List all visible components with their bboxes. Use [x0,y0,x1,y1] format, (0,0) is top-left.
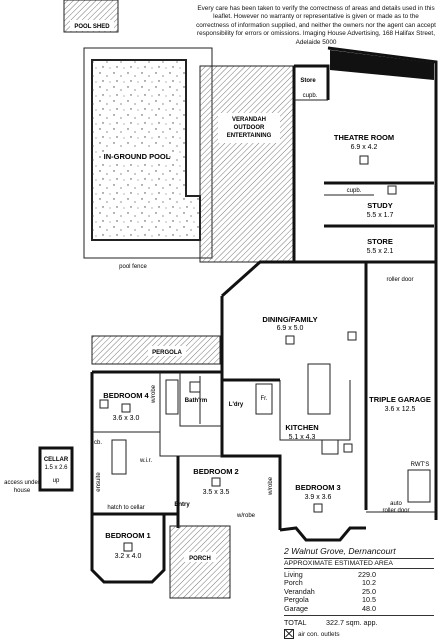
laundry-label: L'dry [229,402,244,408]
theatre-room-dim: 6.9 x 4.2 [351,144,378,151]
bathroom-label: Bath'rm [185,398,207,404]
bedroom-2-label: BEDROOM 2 [193,467,238,476]
pool-shed: POOL SHED [63,0,119,33]
pergola: PERGOLA [91,335,221,365]
legend-label: air con. outlets [298,630,340,638]
cellar-label: CELLAR [44,457,69,463]
bedroom-3-dim: 3.9 x 3.6 [305,494,332,501]
verandah-label-3: ENTERTAINING [227,133,272,139]
triple-garage-dim: 3.6 x 12.5 [385,406,416,413]
upper-wing: Store cupb. THEATRE ROOM 6.9 x 4.2 cupb.… [292,46,438,283]
auto-roller-label-2: roller door [382,508,409,514]
cupb-study-label: cupb. [347,188,362,194]
area-label: Living [284,570,303,579]
bedroom-1-label: BEDROOM 1 [105,531,150,540]
verandah: VERANDAH OUTDOOR ENTERTAINING [199,65,295,263]
wrobe-b2-label: w/robe [236,513,256,519]
kitchen-label: KITCHEN [285,423,318,432]
disclaimer-text: Every care has been taken to verify the … [196,5,436,46]
cellar-up-label: up [53,478,60,484]
access-under-label-2: house [14,488,31,494]
area-label: Garage [284,603,308,613]
bedroom-4-label: BEDROOM 4 [103,391,149,400]
area-row: Living 229.0 [284,570,376,579]
air-con-icon [284,629,294,640]
area-row: Garage 48.0 [284,603,376,613]
dining-family-dim: 6.9 x 5.0 [277,325,304,332]
verandah-label-2: OUTDOOR [234,125,265,131]
bedroom-2-dim: 3.5 x 3.5 [203,489,230,496]
bedroom-4-dim: 3.6 x 3.0 [113,415,140,422]
dining-family-label: DINING/FAMILY [262,315,317,324]
area-row: Pergola 10.5 [284,595,376,605]
area-label: Verandah [284,586,315,596]
fridge-label: Fr. [261,396,268,402]
study-label: STUDY [367,201,392,210]
area-label: Pergola [284,595,309,605]
area-heading: APPROXIMATE ESTIMATED AREA [284,558,434,569]
area-value: 10.5 [362,595,376,605]
area-info-panel: 2 Walnut Grove, Dernancourt APPROXIMATE … [284,546,434,640]
porch-label: PORCH [189,556,211,562]
hatch-label: hatch to cellar [107,505,144,511]
entry-label: Entry [174,502,190,508]
store-top-label: Store [300,78,316,84]
area-row: Verandah 25.0 [284,586,376,596]
area-value: 25.0 [362,586,376,596]
auto-roller-label-1: auto [390,501,402,507]
area-value: 229.0 [358,570,376,579]
pergola-label: PERGOLA [152,350,182,356]
bedroom-1-dim: 3.2 x 4.0 [115,553,142,560]
roller-door-label: roller door [386,277,413,283]
area-value: 10.2 [362,578,376,588]
bathroom: Bath'rm [165,379,207,415]
entry: Entry [174,502,190,508]
theatre-room-label: THEATRE ROOM [334,133,394,142]
access-under-label-1: access under [4,480,40,486]
cb-label: cb. [94,440,102,446]
pool-area: IN-GROUND POOL pool fence [83,47,213,270]
wrobe-b3-label: w/robe [268,476,274,496]
kitchen: KITCHEN 5.1 x 4.3 [279,363,353,455]
wir-label: w.i.r. [139,458,152,464]
area-label: Porch [284,578,303,588]
ensuite-label: ensuite [96,472,102,492]
laundry: L'dry Fr. [229,383,273,415]
triple-garage: TRIPLE GARAGE 3.6 x 12.5 RWT'S auto roll… [364,262,438,520]
bedroom-1: BEDROOM 1 3.2 x 4.0 [90,514,166,584]
triple-garage-label: TRIPLE GARAGE [369,395,431,404]
dining-family-area: DINING/FAMILY 6.9 x 5.0 [220,260,357,380]
total-row: TOTAL 322.7 sqm. app. [284,615,434,627]
legend: air con. outlets [284,629,434,640]
kitchen-dim: 5.1 x 4.3 [289,434,316,441]
pool-shed-label: POOL SHED [74,24,110,30]
cupb-top-label: cupb. [303,93,318,99]
in-ground-pool-label: IN-GROUND POOL [104,152,171,161]
property-address: 2 Walnut Grove, Dernancourt [284,546,396,556]
porch: PORCH [169,525,231,599]
cellar-dim: 1.5 x 2.6 [44,465,68,471]
area-value: 48.0 [362,603,376,613]
bedroom-2: BEDROOM 2 3.5 x 3.5 w/robe [176,456,256,528]
area-row: Porch 10.2 [284,578,376,588]
bedroom-3-label: BEDROOM 3 [295,483,340,492]
verandah-label-1: VERANDAH [232,117,266,123]
store-label: STORE [367,237,393,246]
study-dim: 5.5 x 1.7 [367,212,394,219]
total-value: 322.7 sqm. app. [326,618,378,628]
bedroom-4: BEDROOM 4 3.6 x 3.0 w/robe [103,384,157,422]
ensuite: cb. ensuite w.i.r. hatch to cellar [94,439,152,511]
total-label: TOTAL [284,618,307,628]
bedroom-3: BEDROOM 3 3.9 x 3.6 w/robe [268,476,366,542]
wrobe-b4-label: w/robe [151,384,157,404]
cellar: CELLAR 1.5 x 2.6 up access under house [4,446,74,494]
rwt-label: RWT'S [411,462,430,468]
pool-fence-label: pool fence [119,264,147,270]
store-dim: 5.5 x 2.1 [367,248,394,255]
